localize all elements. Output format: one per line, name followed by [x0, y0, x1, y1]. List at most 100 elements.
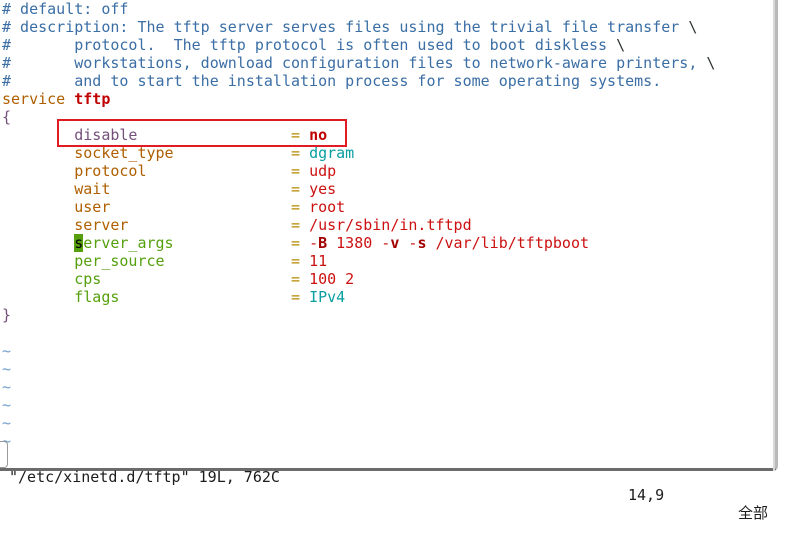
code-segment: - — [309, 234, 319, 252]
code-segment: socket_type — [74, 144, 174, 162]
code-line: { — [2, 108, 715, 126]
code-line: } — [2, 306, 715, 324]
code-segment: # workstations, download configuration f… — [2, 54, 707, 72]
code-segment: { — [2, 108, 12, 126]
code-segment: /usr/sbin/in.tftpd — [309, 216, 472, 234]
code-line: socket_type = dgram — [2, 144, 715, 162]
status-cursor-position: 14,9 — [628, 486, 665, 504]
code-segment: yes — [309, 180, 337, 198]
code-segment — [110, 198, 291, 216]
code-segment: wait — [74, 180, 111, 198]
code-segment: = — [291, 162, 310, 180]
code-segment: \ — [688, 18, 698, 36]
code-segment — [2, 180, 74, 198]
code-segment: ~ — [2, 414, 12, 432]
code-segment: # description: The tftp server serves fi… — [2, 18, 689, 36]
code-segment — [2, 162, 74, 180]
code-line: user = root — [2, 198, 715, 216]
code-segment — [174, 234, 291, 252]
code-segment: tftp — [74, 90, 111, 108]
code-segment — [65, 90, 74, 108]
code-segment — [110, 180, 291, 198]
code-segment — [2, 198, 74, 216]
code-segment — [2, 234, 74, 252]
code-segment — [2, 126, 74, 144]
code-segment: root — [309, 198, 346, 216]
code-segment: - — [399, 234, 418, 252]
terminal-window: # default: off# description: The tftp se… — [0, 0, 778, 522]
code-segment — [2, 252, 74, 270]
code-segment: = — [291, 270, 310, 288]
code-segment: = — [291, 180, 310, 198]
status-bar: "/etc/xinetd.d/tftp" 19L, 762C 14,9 全部 — [0, 450, 775, 522]
code-segment: 100 2 — [309, 270, 355, 288]
code-segment: udp — [309, 162, 337, 180]
code-segment — [119, 288, 291, 306]
code-segment — [2, 270, 74, 288]
code-segment: \ — [706, 54, 716, 72]
code-segment: = — [291, 216, 310, 234]
code-line: protocol = udp — [2, 162, 715, 180]
code-segment — [2, 288, 74, 306]
empty-line-tilde: ~ — [2, 396, 715, 414]
code-segment: B — [318, 234, 328, 252]
vim-cursor: s — [74, 234, 84, 252]
empty-line-tilde: ~ — [2, 342, 715, 360]
code-segment: \ — [616, 36, 626, 54]
code-segment: = — [291, 144, 310, 162]
code-segment — [2, 144, 74, 162]
code-line: # default: off — [2, 0, 715, 18]
code-segment: # protocol. The tftp protocol is often u… — [2, 36, 617, 54]
code-segment: per_source — [74, 252, 165, 270]
code-segment: user — [74, 198, 111, 216]
code-segment: flags — [74, 288, 120, 306]
status-scroll-indicator: 全部 — [738, 504, 769, 522]
code-line: flags = IPv4 — [2, 288, 715, 306]
code-segment: protocol — [74, 162, 147, 180]
code-segment: ~ — [2, 378, 12, 396]
code-segment: service — [2, 90, 66, 108]
code-segment: cps — [74, 270, 102, 288]
code-line — [2, 324, 715, 342]
code-line: # and to start the installation process … — [2, 72, 715, 90]
code-segment — [2, 216, 74, 234]
status-file-info: "/etc/xinetd.d/tftp" 19L, 762C — [9, 468, 280, 486]
code-line: # protocol. The tftp protocol is often u… — [2, 36, 715, 54]
code-segment: disable — [74, 126, 138, 144]
code-segment — [137, 126, 291, 144]
code-segment: no — [309, 126, 328, 144]
code-segment: ~ — [2, 396, 12, 414]
code-segment: ~ — [2, 360, 12, 378]
code-line: per_source = 11 — [2, 252, 715, 270]
code-segment: 1380 - — [327, 234, 391, 252]
code-segment: v — [390, 234, 400, 252]
code-segment — [165, 252, 291, 270]
code-segment — [147, 162, 292, 180]
code-segment: = — [291, 288, 310, 306]
editor-buffer[interactable]: # default: off# description: The tftp se… — [2, 0, 715, 450]
code-segment: = — [291, 126, 310, 144]
code-segment — [128, 216, 291, 234]
code-line: # description: The tftp server serves fi… — [2, 18, 715, 36]
empty-line-tilde: ~ — [2, 360, 715, 378]
code-segment: IPv4 — [309, 288, 346, 306]
code-line: service tftp — [2, 90, 715, 108]
code-segment: # default: off — [2, 0, 129, 18]
empty-line-tilde: ~ — [2, 432, 715, 450]
code-segment: } — [2, 306, 12, 324]
empty-line-tilde: ~ — [2, 378, 715, 396]
code-segment — [101, 270, 291, 288]
code-line: server = /usr/sbin/in.tftpd — [2, 216, 715, 234]
code-segment: /var/lib/tftpboot — [426, 234, 590, 252]
code-segment: = — [291, 234, 310, 252]
code-segment: server — [74, 216, 129, 234]
code-line: server_args = -B 1380 -v -s /var/lib/tft… — [2, 234, 715, 252]
scrollbar-thumb[interactable] — [0, 441, 8, 468]
code-line: # workstations, download configuration f… — [2, 54, 715, 72]
code-segment: ~ — [2, 342, 12, 360]
code-segment: s — [417, 234, 427, 252]
code-segment: erver_args — [83, 234, 174, 252]
code-segment: # and to start the installation process … — [2, 72, 662, 90]
code-segment: dgram — [309, 144, 355, 162]
empty-line-tilde: ~ — [2, 414, 715, 432]
